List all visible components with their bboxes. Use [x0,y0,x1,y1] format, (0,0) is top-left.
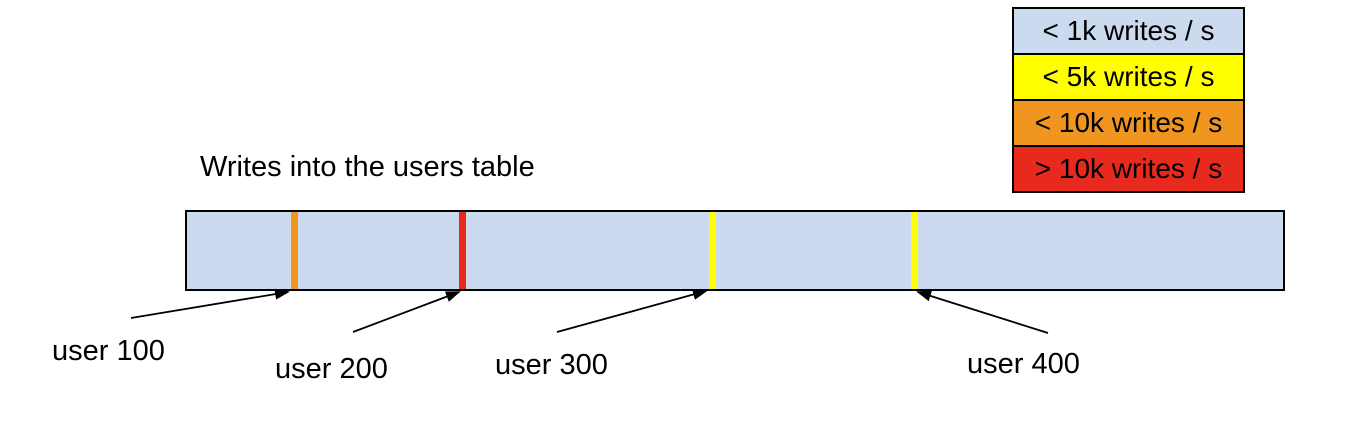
label-user-200: user 200 [275,353,388,385]
legend-label-lt-1k: < 1k writes / s [1042,15,1215,46]
legend-label-lt-10k: < 10k writes / s [1034,107,1223,138]
write-marker-user-100 [290,212,298,289]
legend-row-lt-10k: < 10k writes / s [1014,101,1243,147]
label-user-300: user 300 [495,349,608,381]
legend-label-lt-5k: < 5k writes / s [1042,61,1215,92]
legend-row-gt-10k: > 10k writes / s [1014,147,1243,191]
diagram-title: Writes into the users table [200,151,535,183]
legend-label-gt-10k: > 10k writes / s [1034,153,1223,184]
label-user-400: user 400 [967,348,1080,380]
write-marker-user-300 [708,212,716,289]
write-marker-user-400 [910,212,918,289]
legend: < 1k writes / s < 5k writes / s < 10k wr… [1012,7,1245,193]
legend-row-lt-1k: < 1k writes / s [1014,9,1243,55]
write-marker-user-200 [458,212,466,289]
label-user-100: user 100 [52,335,165,367]
legend-row-lt-5k: < 5k writes / s [1014,55,1243,101]
users-table-bar [185,210,1285,291]
